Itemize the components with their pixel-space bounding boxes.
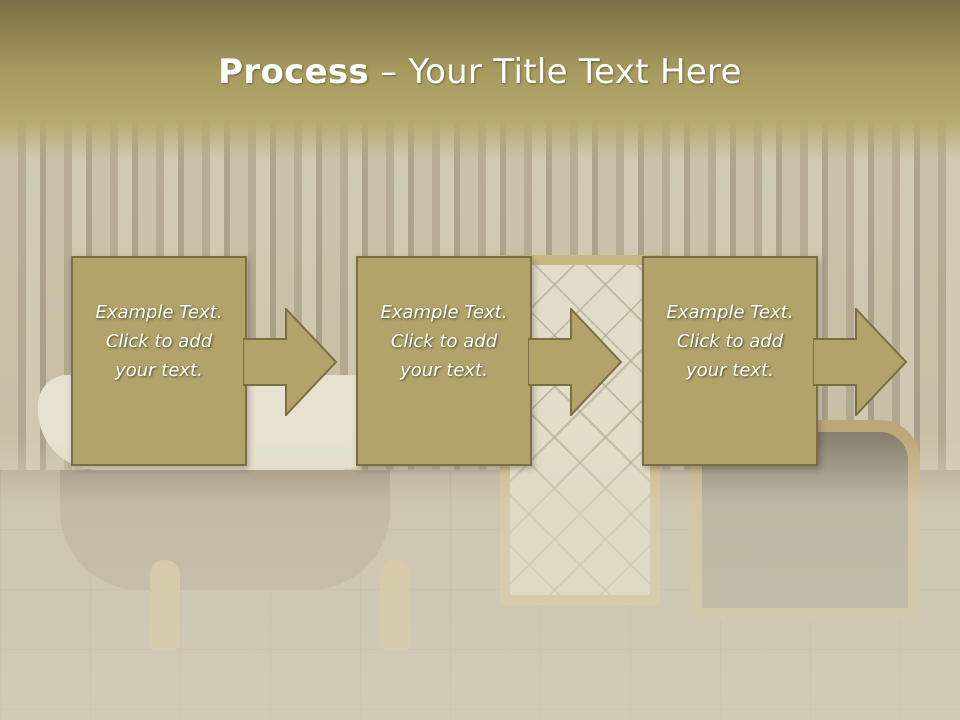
process-step-3[interactable]: Example Text. Click to add your text. — [642, 256, 818, 466]
step-text[interactable]: Example Text. Click to add your text. — [380, 301, 508, 381]
slide-title[interactable]: Process – Your Title Text Here — [0, 52, 960, 92]
step-text[interactable]: Example Text. Click to add your text. — [95, 301, 223, 381]
process-step-1[interactable]: Example Text. Click to add your text. — [71, 256, 247, 466]
arrow-right-icon — [528, 308, 623, 416]
process-step-2[interactable]: Example Text. Click to add your text. — [356, 256, 532, 466]
arrow-right-icon — [243, 308, 338, 416]
title-bold: Process — [218, 52, 370, 92]
step-text[interactable]: Example Text. Click to add your text. — [666, 301, 794, 381]
title-band — [0, 0, 960, 160]
arrow-right-icon — [813, 308, 908, 416]
title-rest: – Your Title Text Here — [369, 52, 742, 92]
